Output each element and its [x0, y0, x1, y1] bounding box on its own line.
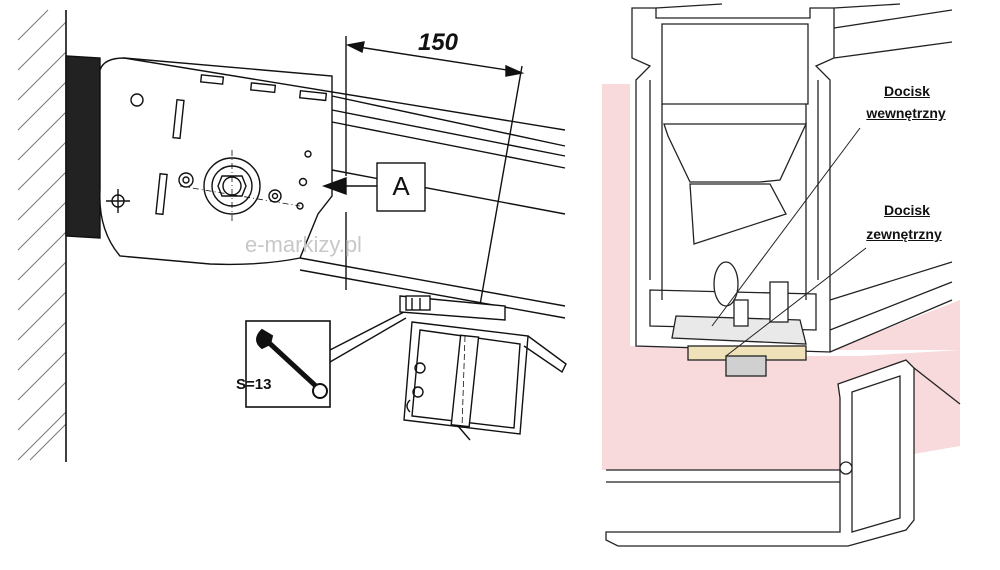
plate-slots	[130, 74, 328, 216]
outer-clamp-label-line1: Docisk	[884, 202, 930, 218]
wrench-callout	[245, 311, 407, 408]
bottom-channel	[649, 289, 817, 331]
profile-depth	[655, 3, 723, 9]
clamp-roller	[713, 261, 739, 307]
profile-depth	[829, 299, 953, 353]
lower-rail-line	[913, 367, 961, 405]
left-drawing	[17, 9, 567, 462]
inner-blade	[689, 183, 787, 245]
profile-depth	[829, 261, 953, 301]
leader-line-outer	[725, 247, 867, 357]
detail-marker-label: A	[392, 171, 410, 202]
profile-line	[299, 257, 566, 307]
lower-profile-bolt	[839, 461, 853, 475]
crosshair-hole	[106, 189, 130, 213]
detail-marker-box	[376, 162, 426, 212]
profile-line	[331, 121, 566, 169]
right-drawing	[602, 3, 961, 547]
end-cap-plate	[99, 57, 333, 266]
lower-profile-inner	[851, 375, 901, 533]
watermark: e-markizy.pl	[245, 232, 362, 257]
drive-hub	[179, 150, 301, 224]
clamp-plate	[671, 315, 807, 345]
mounting-clamp	[399, 295, 567, 441]
upper-chamber	[661, 23, 809, 105]
outer-clamp-label-line2: zewnętrzny	[866, 226, 942, 242]
wall-bracket	[65, 55, 101, 239]
highlight-area-top	[602, 84, 630, 346]
profile-line	[331, 169, 566, 215]
wall-hatching	[17, 9, 67, 461]
profile-depth	[833, 9, 953, 29]
profile-line	[299, 269, 566, 319]
clamp-nut	[725, 355, 767, 377]
upper-profile	[631, 7, 835, 353]
profile-line	[331, 109, 566, 157]
inner-clamp-label-line2: wewnętrzny	[866, 105, 946, 121]
profile-line	[331, 95, 566, 147]
profile-depth	[833, 41, 953, 59]
inner-clamp-label-line1: Docisk	[884, 83, 930, 99]
clamp-block	[769, 281, 789, 323]
highlight-area-bottom-left	[602, 384, 840, 470]
wrench-icon	[256, 328, 328, 399]
leader-line-inner	[711, 127, 861, 327]
dimension-150	[345, 36, 525, 306]
clamp-bolt	[733, 299, 749, 327]
profile-depth	[833, 3, 901, 9]
wrench-size-label: S=13	[236, 376, 272, 393]
profile-line	[123, 57, 566, 131]
profile-depth	[829, 281, 953, 331]
dimension-label: 150	[417, 29, 459, 56]
